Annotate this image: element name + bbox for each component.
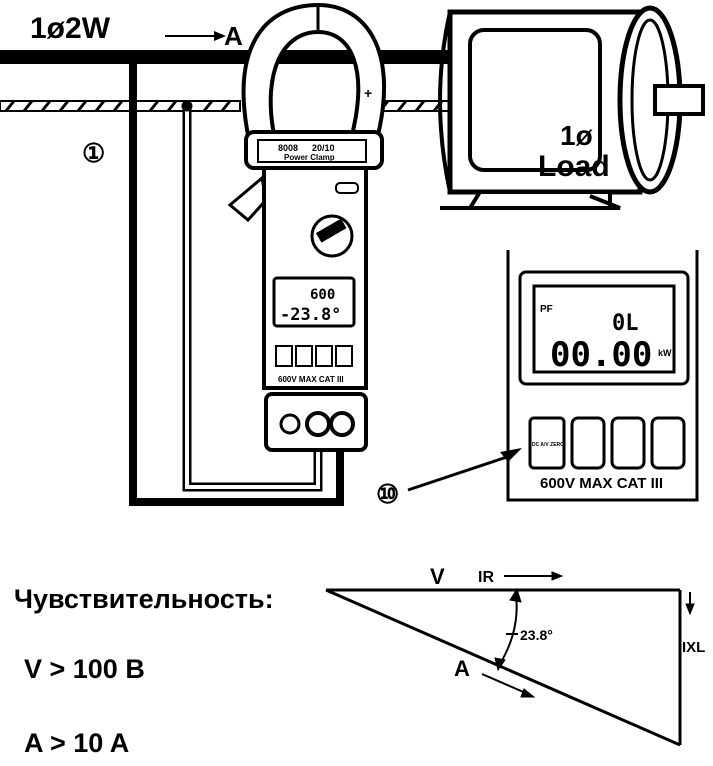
meter-model: 8008 [278, 143, 298, 153]
meter-plus-sign: + [364, 85, 372, 101]
phase-label: 1ø2W [30, 12, 111, 45]
marker-label: ① [82, 138, 105, 168]
display-detail-panel [506, 250, 699, 502]
detail-top-value: 0L [612, 311, 639, 336]
vector-v-label: V [430, 564, 445, 589]
sensitivity-title: Чувствительность: [14, 584, 274, 614]
zero-button-label: DC A/V ZERO [532, 442, 564, 448]
meter-range-top: 20/10 [312, 143, 335, 153]
current-label: A [224, 21, 243, 51]
meter-display-top: 600 [310, 287, 335, 303]
motor-load [438, 5, 705, 210]
meter-display-main: -23.8° [280, 305, 341, 325]
meter-brand: Power Clamp [284, 153, 335, 162]
callout-line [407, 454, 511, 492]
meter-rating: 600V MAX CAT III [278, 375, 344, 384]
detail-rating: 600V MAX CAT III [540, 475, 663, 492]
sensitivity-voltage: V > 100 B [24, 654, 145, 684]
neutral-conductor [0, 100, 459, 112]
test-leads [127, 52, 344, 506]
vector-angle-label: 23.8° [520, 627, 553, 643]
phase-conductor [0, 50, 470, 64]
load-phase: 1ø [560, 120, 593, 151]
detail-main-value: 00.00 [550, 335, 652, 375]
clamp-meter [227, 2, 387, 452]
pf-label: PF [540, 304, 553, 315]
sensitivity-current: A > 10 A [24, 728, 129, 758]
vector-triangle [325, 571, 695, 747]
vector-a-label: A [454, 656, 470, 681]
vector-ir-label: IR [478, 569, 494, 586]
vector-ixl-label: IXL [682, 639, 705, 656]
callout-label: ⑩ [376, 479, 399, 509]
detail-unit: kW [658, 348, 672, 358]
load-name: Load [538, 150, 610, 183]
